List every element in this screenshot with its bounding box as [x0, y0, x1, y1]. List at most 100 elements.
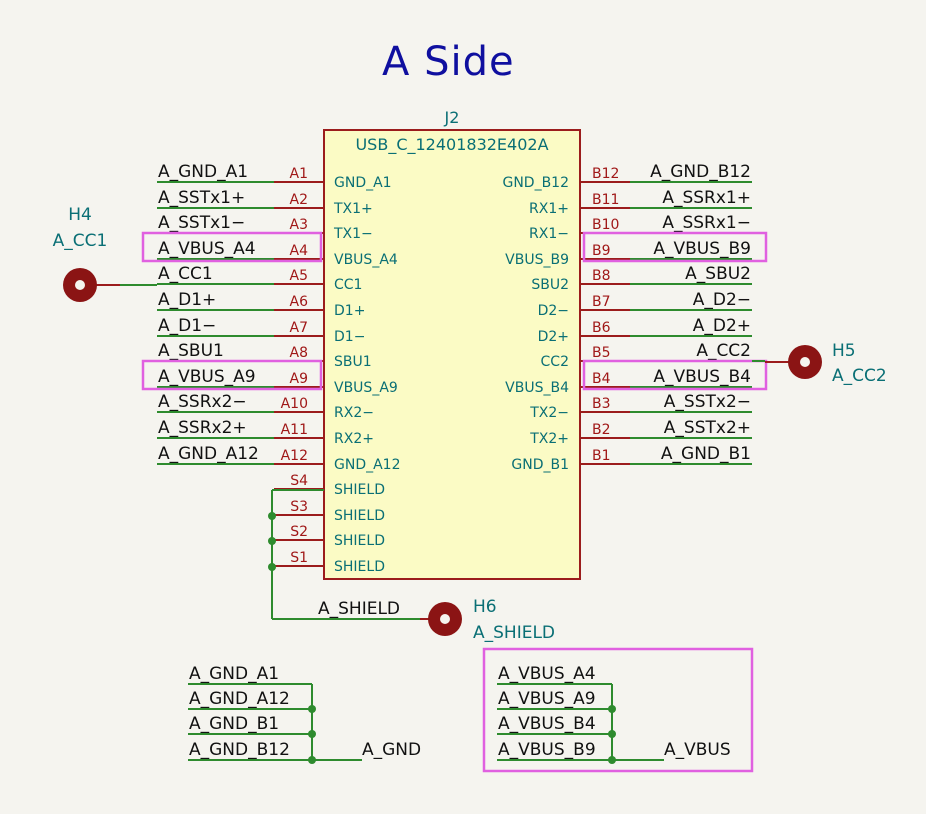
pin-number: S3 — [290, 499, 308, 515]
pin-name: TX1− — [333, 226, 373, 242]
vbus-merge-block: A_VBUS_A4 A_VBUS_A9 A_VBUS_B4 A_VBUS_B9 … — [482, 647, 754, 773]
shield-wiring: A_SHIELD — [268, 489, 420, 620]
vbus-highlight-box — [582, 231, 768, 263]
pin-name: SHIELD — [334, 508, 385, 524]
testpoint-net: A_SHIELD — [473, 623, 555, 643]
connector-body[interactable] — [323, 129, 581, 580]
pin-name: RX1− — [529, 226, 569, 242]
pin-name: VBUS_B4 — [505, 380, 569, 396]
gnd-input-label: A_GND_A12 — [189, 689, 290, 709]
pin-name: SBU2 — [531, 277, 569, 293]
net-label: A_SSRx2− — [158, 392, 247, 412]
net-label: A_D2− — [693, 290, 751, 310]
connector-reference: J2 — [444, 108, 460, 127]
vbus-highlight-box — [482, 647, 754, 773]
junction-dot — [268, 563, 276, 571]
net-label: A_SSRx1+ — [662, 188, 751, 208]
net-label: A_SSRx2+ — [158, 418, 247, 438]
net-label: A_SBU1 — [158, 341, 224, 361]
pin-name: D1+ — [334, 303, 365, 319]
net-label: A_VBUS_B9 — [653, 239, 751, 259]
pin-number: S1 — [290, 550, 308, 566]
net-label: A_GND_A12 — [158, 444, 259, 464]
vbus-highlight-box — [141, 359, 323, 391]
pin-name: RX1+ — [529, 201, 569, 217]
pin-name: SHIELD — [334, 533, 385, 549]
pin-number: S4 — [290, 473, 308, 489]
testpoint-h4[interactable]: H4 A_CC1 — [53, 205, 157, 302]
gnd-input-label: A_GND_B1 — [189, 714, 279, 734]
pin-number: A9 — [290, 371, 308, 387]
pin-number: A8 — [290, 345, 308, 361]
pin-name: VBUS_B9 — [505, 252, 569, 268]
net-label: A_SBU2 — [685, 264, 751, 284]
gnd-input-label: A_GND_A1 — [189, 664, 279, 684]
pin-number: B5 — [592, 345, 611, 361]
pin-name: RX2− — [334, 405, 374, 421]
testpoint-net: A_CC1 — [53, 231, 108, 251]
pin-name: SHIELD — [334, 559, 385, 575]
pin-name: SHIELD — [334, 482, 385, 498]
pin-name: D1− — [334, 329, 365, 345]
vbus-highlight-box — [582, 359, 768, 391]
pin-name: CC2 — [541, 354, 569, 370]
pin-number: B9 — [592, 243, 611, 259]
vbus-input-label: A_VBUS_A4 — [498, 664, 596, 684]
testpoint-net: A_CC2 — [832, 366, 887, 386]
pin-number: B3 — [592, 396, 611, 412]
pin-name: VBUS_A4 — [334, 252, 398, 268]
pin-number: A10 — [281, 396, 308, 412]
testpoint-h6[interactable]: H6 A_SHIELD — [420, 597, 555, 643]
pin-name: GND_A12 — [334, 457, 401, 473]
pin-number: A3 — [290, 217, 308, 233]
net-label: A_CC2 — [696, 341, 751, 361]
pin-name: D2+ — [538, 329, 569, 345]
net-label: A_D1− — [158, 316, 216, 336]
gnd-output-label: A_GND — [362, 740, 421, 760]
connector-value: USB_C_12401832E402A — [355, 135, 548, 155]
pin-number: A7 — [290, 320, 308, 336]
net-label: A_GND_B1 — [661, 444, 751, 464]
pin-name: GND_B1 — [511, 457, 569, 473]
vbus-input-label: A_VBUS_B4 — [498, 714, 596, 734]
pin-name: TX2+ — [529, 431, 569, 447]
pin-name: VBUS_A9 — [334, 380, 398, 396]
junction-dot — [268, 512, 276, 520]
net-label: A_VBUS_A9 — [158, 367, 256, 387]
pin-number: B8 — [592, 268, 611, 284]
pin-number: B12 — [592, 166, 619, 182]
net-label: A_SSTx1− — [158, 213, 245, 233]
net-label: A_VBUS_A4 — [158, 239, 256, 259]
gnd-merge-block: A_GND_A1 A_GND_A12 A_GND_B1 A_GND_B12 A_… — [188, 664, 421, 764]
testpoint-ref: H4 — [68, 205, 92, 225]
testpoint-h5[interactable]: H5 A_CC2 — [765, 341, 887, 386]
net-label: A_VBUS_B4 — [653, 367, 751, 387]
testpoint-ref: H5 — [832, 341, 856, 361]
net-label: A_GND_B12 — [650, 162, 751, 182]
pin-number: B4 — [592, 371, 611, 387]
net-label: A_CC1 — [158, 264, 213, 284]
